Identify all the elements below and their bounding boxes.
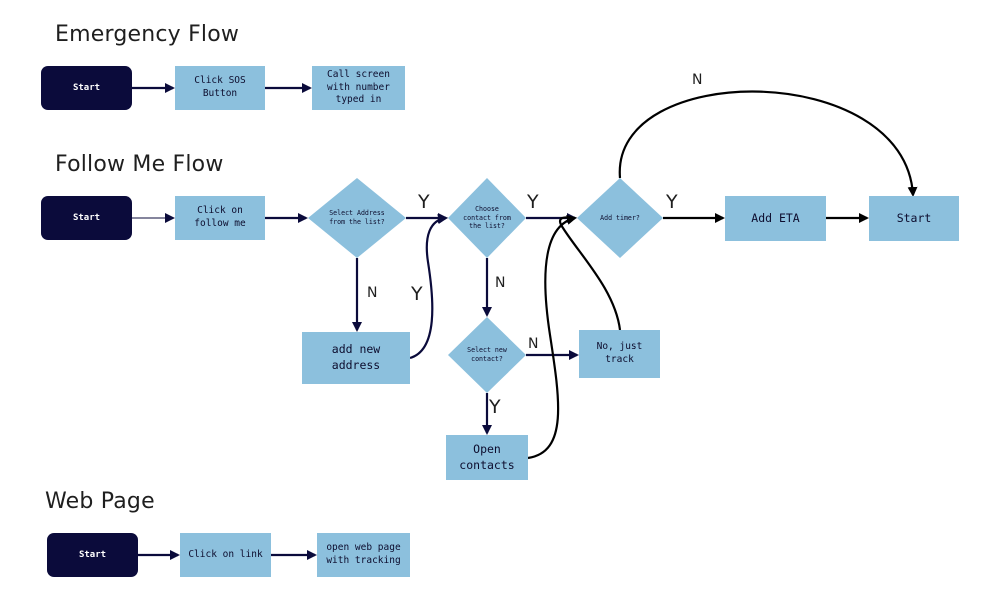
label-address-yes: Y — [418, 191, 430, 213]
curve-new-address-to-contact — [409, 214, 448, 360]
label-address-no: N — [367, 285, 378, 301]
select-address-text: Select Address from the list? — [329, 209, 385, 226]
curve-track-to-timer — [558, 216, 622, 331]
curve-timer-no-to-start — [618, 90, 918, 197]
label-contact-no: N — [495, 275, 506, 291]
follow-me-flow-heading: Follow Me Flow — [55, 152, 224, 177]
decision-choose-contact — [448, 178, 526, 258]
emergency-start-node: Start — [41, 66, 132, 110]
add-timer-text: Add timer? — [600, 213, 640, 222]
add-eta-node: Add ETA — [725, 196, 826, 241]
decision-select-new-contact — [448, 317, 526, 393]
call-screen-node: Call screen with number typed in — [312, 66, 405, 110]
choose-contact-text: Choose contact from the list? — [463, 205, 511, 231]
open-contacts-node: Open contacts — [446, 435, 528, 480]
label-new-contact-yes: Y — [489, 396, 501, 418]
select-new-contact-text: Select new contact? — [467, 346, 507, 363]
no-just-track-node: No, just track — [579, 330, 660, 378]
follow-start-node: Start — [41, 196, 132, 240]
decision-add-timer — [577, 178, 663, 258]
end-start-node: Start — [869, 196, 959, 241]
label-contact-yes: Y — [527, 191, 539, 213]
click-follow-me-node: Click on follow me — [175, 196, 265, 240]
web-start-node: Start — [47, 533, 138, 577]
label-timer-yes: Y — [666, 191, 678, 213]
label-timer-no: N — [692, 72, 703, 88]
curve-open-contacts-to-timer — [527, 214, 577, 460]
click-sos-button-node: Click SOS Button — [175, 66, 265, 110]
label-new-contact-no: N — [528, 336, 539, 352]
web-page-heading: Web Page — [45, 489, 155, 514]
add-new-address-node: add new address — [302, 332, 410, 384]
decision-select-address — [308, 178, 406, 258]
open-web-page-node: open web page with tracking — [317, 533, 410, 577]
emergency-flow-heading: Emergency Flow — [55, 22, 240, 47]
label-new-address-yes: Y — [411, 283, 423, 305]
click-on-link-node: Click on link — [180, 533, 271, 577]
